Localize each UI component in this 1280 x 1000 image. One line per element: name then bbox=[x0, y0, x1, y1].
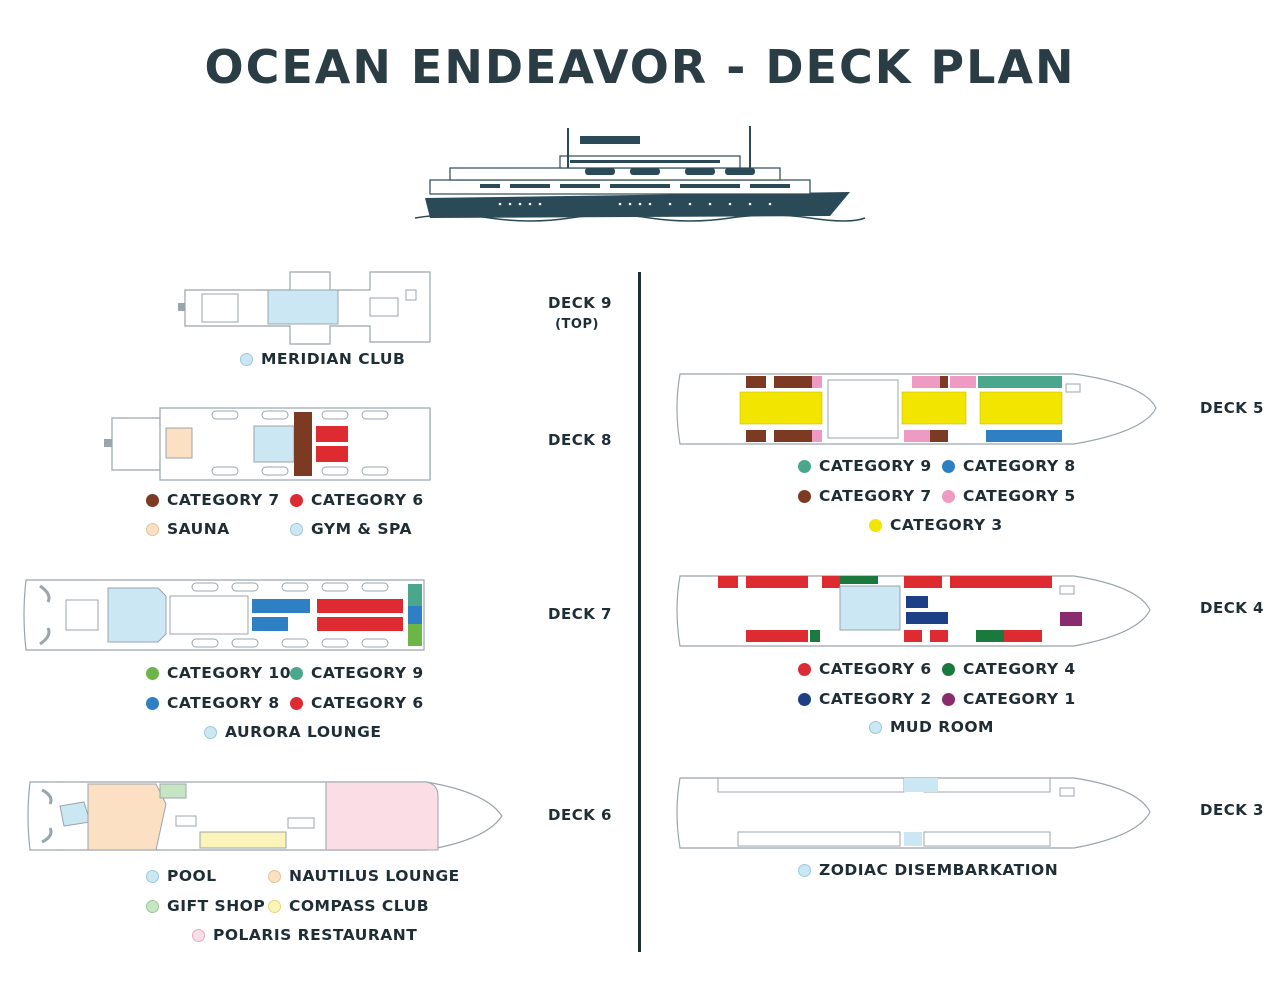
legend-zodiac-disembarkation: ZODIAC DISEMBARKATION bbox=[798, 861, 1058, 879]
deck4-label: DECK 4 bbox=[1200, 599, 1264, 617]
legend-dot bbox=[146, 869, 159, 883]
page-title: OCEAN ENDEAVOR - DECK PLAN bbox=[204, 40, 1076, 94]
ship-profile-illustration bbox=[414, 126, 866, 222]
legend-category-7: CATEGORY 7 bbox=[146, 491, 280, 509]
deck9-label: DECK 9 bbox=[548, 294, 612, 312]
legend-label: CATEGORY 3 bbox=[890, 516, 1003, 534]
legend-dot bbox=[798, 459, 811, 473]
legend-category-5: CATEGORY 5 bbox=[942, 487, 1076, 505]
legend-dot bbox=[942, 662, 955, 676]
legend-dot bbox=[146, 666, 159, 680]
legend-sauna: SAUNA bbox=[146, 520, 230, 538]
legend-label: CATEGORY 8 bbox=[963, 457, 1076, 475]
deck5-label: DECK 5 bbox=[1200, 399, 1264, 417]
deck8-label: DECK 8 bbox=[548, 431, 612, 449]
deck9-sublabel: (TOP) bbox=[555, 317, 599, 332]
legend-category-8: CATEGORY 8 bbox=[146, 694, 280, 712]
legend-dot bbox=[146, 899, 159, 913]
legend-gym-spa: GYM & SPA bbox=[290, 520, 412, 538]
legend-label: MUD ROOM bbox=[890, 718, 994, 736]
legend-label: ZODIAC DISEMBARKATION bbox=[819, 861, 1059, 879]
legend-category-7: CATEGORY 7 bbox=[798, 487, 932, 505]
legend-category-6: CATEGORY 6 bbox=[798, 660, 932, 678]
deck9-plan bbox=[178, 271, 431, 345]
legend-label: CATEGORY 7 bbox=[819, 487, 932, 505]
legend-category-3: CATEGORY 3 bbox=[869, 516, 1003, 534]
legend-dot bbox=[798, 662, 811, 676]
legend-category-6: CATEGORY 6 bbox=[290, 694, 424, 712]
legend-dot bbox=[942, 459, 955, 473]
legend-label: CATEGORY 9 bbox=[311, 664, 424, 682]
legend-dot bbox=[204, 725, 217, 739]
legend-dot bbox=[240, 352, 253, 366]
legend-category-2: CATEGORY 2 bbox=[798, 690, 932, 708]
legend-label: CATEGORY 6 bbox=[819, 660, 932, 678]
legend-polaris-restaurant: POLARIS RESTAURANT bbox=[192, 926, 417, 944]
legend-dot bbox=[290, 493, 303, 507]
legend-label: COMPASS CLUB bbox=[289, 897, 430, 915]
legend-label: CATEGORY 8 bbox=[167, 694, 280, 712]
legend-dot bbox=[798, 863, 811, 877]
legend-label: CATEGORY 6 bbox=[311, 694, 424, 712]
legend-category-10: CATEGORY 10 bbox=[146, 664, 291, 682]
legend-label: CATEGORY 5 bbox=[963, 487, 1076, 505]
legend-nautilus-lounge: NAUTILUS LOUNGE bbox=[268, 867, 460, 885]
center-divider bbox=[638, 272, 641, 952]
legend-category-9: CATEGORY 9 bbox=[798, 457, 932, 475]
legend-dot bbox=[869, 720, 882, 734]
legend-dot bbox=[942, 692, 955, 706]
deck8-plan bbox=[104, 407, 431, 481]
deck6-plan bbox=[27, 781, 503, 851]
legend-label: CATEGORY 9 bbox=[819, 457, 932, 475]
legend-dot bbox=[798, 692, 811, 706]
legend-label: GIFT SHOP bbox=[167, 897, 266, 915]
legend-dot bbox=[290, 666, 303, 680]
deck7-label: DECK 7 bbox=[548, 605, 612, 623]
legend-gift-shop: GIFT SHOP bbox=[146, 897, 265, 915]
legend-pool: POOL bbox=[146, 867, 217, 885]
legend-dot bbox=[192, 928, 205, 942]
deck3-plan bbox=[676, 777, 1151, 849]
legend-dot bbox=[268, 899, 281, 913]
deck7-plan bbox=[23, 579, 425, 651]
legend-dot bbox=[942, 489, 955, 503]
deck4-plan bbox=[676, 575, 1151, 647]
legend-dot bbox=[290, 696, 303, 710]
legend-label: CATEGORY 1 bbox=[963, 690, 1076, 708]
legend-label: GYM & SPA bbox=[311, 520, 412, 538]
deck6-label: DECK 6 bbox=[548, 806, 612, 824]
legend-label: NAUTILUS LOUNGE bbox=[289, 867, 460, 885]
deck3-label: DECK 3 bbox=[1200, 801, 1264, 819]
legend-label: CATEGORY 10 bbox=[167, 664, 292, 682]
legend-label: CATEGORY 4 bbox=[963, 660, 1076, 678]
legend-aurora-lounge: AURORA LOUNGE bbox=[204, 723, 381, 741]
legend-dot bbox=[146, 522, 159, 536]
legend-dot bbox=[268, 869, 281, 883]
legend-category-8: CATEGORY 8 bbox=[942, 457, 1076, 475]
legend-dot bbox=[869, 518, 882, 532]
legend-label: SAUNA bbox=[167, 520, 230, 538]
legend-dot bbox=[146, 493, 159, 507]
legend-label: CATEGORY 2 bbox=[819, 690, 932, 708]
legend-category-6: CATEGORY 6 bbox=[290, 491, 424, 509]
legend-label: POOL bbox=[167, 867, 217, 885]
deck5-plan bbox=[676, 373, 1157, 445]
legend-label: AURORA LOUNGE bbox=[225, 723, 382, 741]
legend-dot bbox=[798, 489, 811, 503]
legend-category-1: CATEGORY 1 bbox=[942, 690, 1076, 708]
legend-dot bbox=[146, 696, 159, 710]
legend-label: MERIDIAN CLUB bbox=[261, 350, 406, 368]
legend-category-4: CATEGORY 4 bbox=[942, 660, 1076, 678]
legend-meridian-club: MERIDIAN CLUB bbox=[240, 350, 405, 368]
legend-label: POLARIS RESTAURANT bbox=[213, 926, 418, 944]
legend-label: CATEGORY 6 bbox=[311, 491, 424, 509]
legend-compass-club: COMPASS CLUB bbox=[268, 897, 429, 915]
legend-category-9: CATEGORY 9 bbox=[290, 664, 424, 682]
legend-dot bbox=[290, 522, 303, 536]
legend-mud-room: MUD ROOM bbox=[869, 718, 994, 736]
legend-label: CATEGORY 7 bbox=[167, 491, 280, 509]
